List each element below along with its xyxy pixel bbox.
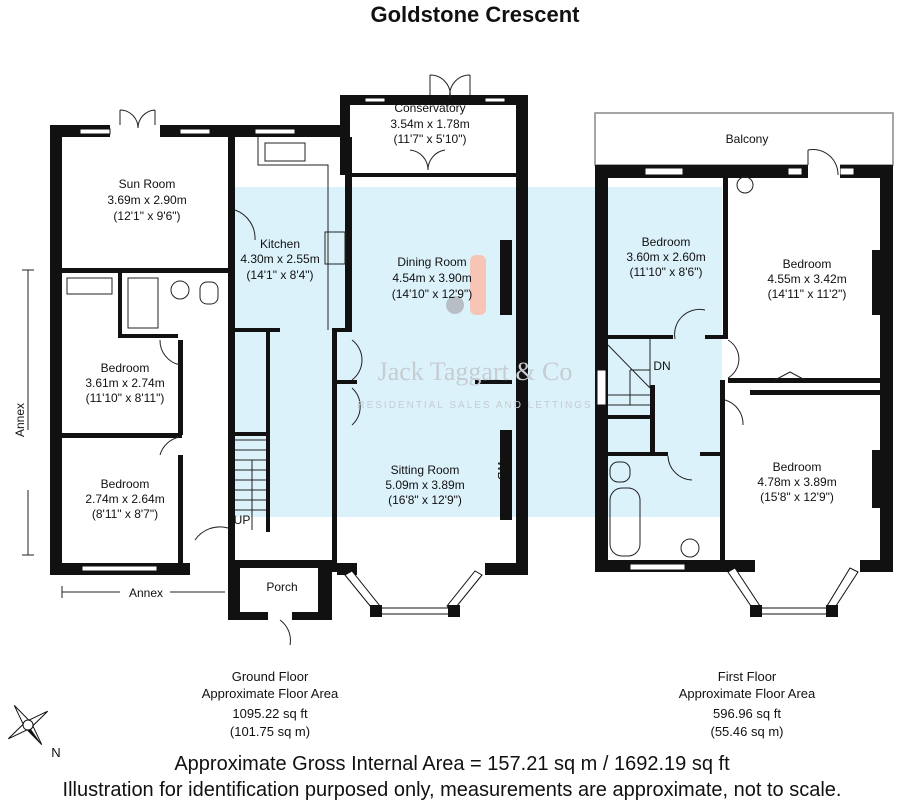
plan-label: 2.74m x 2.64m [85, 492, 164, 506]
plan-label: (55.46 sq m) [711, 724, 784, 739]
plan-label: (101.75 sq m) [230, 724, 310, 739]
watermark-brand: Jack Taggart & Co [378, 357, 573, 386]
disclaimer: Illustration for identification purposed… [62, 779, 842, 801]
plan-label: (14'10" x 12'9") [392, 287, 472, 301]
gross-area: Approximate Gross Internal Area = 157.21… [174, 753, 730, 775]
plan-label: 5.09m x 3.89m [385, 478, 464, 492]
ground-floor-labels: Conservatory 3.54m x 1.78m (11'7" x 5'10… [13, 101, 509, 600]
plan-label: (14'1" x 8'4") [246, 268, 313, 282]
plan-label: Porch [266, 580, 297, 594]
plan-label: 4.54m x 3.90m [392, 271, 471, 285]
plan-label: First Floor [718, 669, 777, 684]
plan-label: Bedroom [773, 460, 822, 474]
compass-icon [7, 704, 49, 746]
plan-label: (16'8" x 12'9") [388, 493, 462, 507]
ground-floor-summary: Ground Floor Approximate Floor Area 1095… [202, 669, 339, 739]
plan-label: 4.30m x 2.55m [240, 252, 319, 266]
plan-label: Kitchen [260, 237, 300, 251]
plan-label: (11'10" x 8'6") [630, 265, 703, 279]
plan-label: Conservatory [394, 101, 465, 115]
plan-label: (14'11" x 11'2") [768, 287, 847, 301]
ground-floor-walls: Jack Taggart & Co RESIDENTIAL SALES AND … [22, 74, 592, 646]
plan-label: 4.78m x 3.89m [757, 475, 836, 489]
plan-label: Approximate Floor Area [679, 686, 816, 701]
plan-label: 596.96 sq ft [713, 706, 781, 721]
plan-label: WB [495, 460, 509, 479]
plan-label: (8'11" x 8'7") [92, 507, 158, 521]
plan-label: Ground Floor [232, 669, 309, 684]
plan-label: Annex [129, 586, 163, 600]
plan-label: 3.61m x 2.74m [85, 376, 164, 390]
plan-label: 3.69m x 2.90m [107, 193, 186, 207]
plan-label: 3.60m x 2.60m [626, 250, 705, 264]
plan-label: Approximate Floor Area [202, 686, 339, 701]
plan-label: Bedroom [642, 235, 691, 249]
plan-label: DN [653, 359, 670, 373]
plan-label: 1095.22 sq ft [232, 706, 308, 721]
first-floor-summary: First Floor Approximate Floor Area 596.9… [679, 669, 816, 739]
plan-label: Sitting Room [391, 463, 460, 477]
plan-label: (11'10" x 8'11") [86, 391, 165, 405]
first-floor-walls [594, 112, 894, 617]
plan-label: UP [234, 513, 251, 527]
plan-label: Dining Room [397, 255, 466, 269]
plan-label: (15'8" x 12'9") [760, 490, 834, 504]
watermark-logo [470, 255, 486, 315]
first-floor-labels: Balcony Bedroom 3.60m x 2.60m (11'10" x … [626, 132, 846, 504]
watermark-logo-dot [446, 296, 464, 314]
highlight-band [228, 187, 722, 517]
compass-north-label: N [51, 745, 60, 760]
plan-label: Bedroom [101, 477, 150, 491]
plan-label: 4.55m x 3.42m [767, 272, 846, 286]
plan-label: Annex [13, 403, 27, 437]
plan-label: 3.54m x 1.78m [390, 117, 469, 131]
plan-label: Bedroom [783, 257, 832, 271]
plan-title: Goldstone Crescent [370, 2, 580, 27]
plan-label: (12'1" x 9'6") [113, 209, 180, 223]
plan-label: Bedroom [101, 361, 150, 375]
watermark-tagline: RESIDENTIAL SALES AND LETTINGS [357, 400, 592, 411]
plan-label: Balcony [726, 132, 769, 146]
plan-label: Sun Room [119, 177, 176, 191]
plan-label: (11'7" x 5'10") [394, 132, 467, 146]
